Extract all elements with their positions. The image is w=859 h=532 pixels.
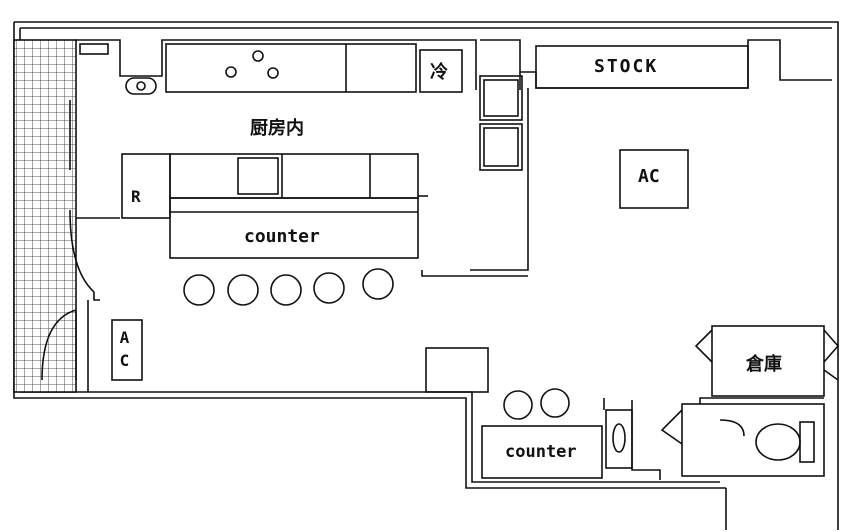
refrigerator-box xyxy=(121,153,171,219)
shelf-unit-lower xyxy=(479,123,523,171)
kitchen-sink-counter xyxy=(165,43,417,93)
toilet-tank xyxy=(799,421,815,463)
ac-main-label: AC xyxy=(638,166,660,187)
small-counter-stools xyxy=(503,388,570,420)
burner-2 xyxy=(225,66,237,78)
small-counter-label: counter xyxy=(505,442,577,462)
refrigerator-label: R xyxy=(131,187,141,206)
tiled-terrace xyxy=(13,39,77,393)
ac-side-label: AC xyxy=(115,328,134,374)
terrace-doors xyxy=(41,100,100,392)
stock-label: STOCK xyxy=(594,56,659,77)
pillar-box xyxy=(425,347,489,393)
small-counter xyxy=(481,425,603,479)
ac-unit-side xyxy=(111,319,143,381)
main-counter-stools xyxy=(183,268,394,306)
kitchen-label: 厨房内 xyxy=(250,118,304,139)
toilet-room xyxy=(681,403,825,477)
small-sink xyxy=(605,409,633,469)
back-counter-sink xyxy=(237,157,279,195)
hand-sink xyxy=(79,43,109,55)
kitchen-walls xyxy=(76,39,832,277)
cold-storage-label: 冷 xyxy=(430,62,448,83)
burner-1 xyxy=(252,50,264,62)
shelf-unit-upper xyxy=(479,75,523,121)
toilet-sink xyxy=(125,77,157,95)
ac-unit-main xyxy=(619,149,689,209)
burner-3 xyxy=(267,67,279,79)
stock-shelf xyxy=(535,45,749,89)
toilet-bowl xyxy=(755,423,801,461)
storage-label: 倉庫 xyxy=(746,354,782,375)
cold-storage-box xyxy=(419,49,463,93)
back-counter xyxy=(169,153,419,199)
main-counter xyxy=(169,197,419,259)
main-counter-label: counter xyxy=(244,226,320,247)
